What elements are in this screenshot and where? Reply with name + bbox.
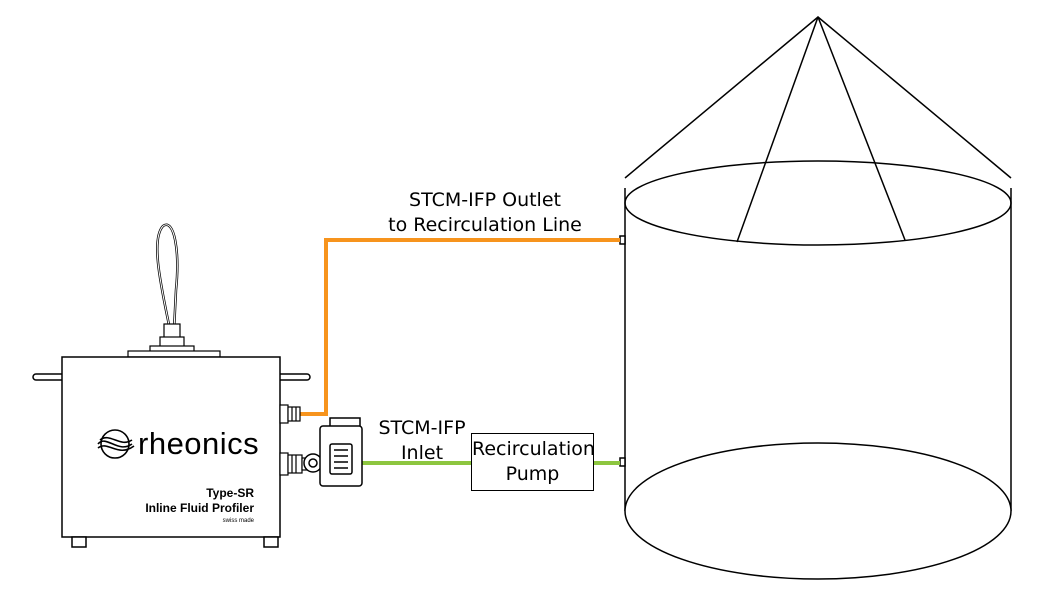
outlet-pipe bbox=[300, 238, 620, 416]
solenoid-valve bbox=[303, 417, 363, 487]
pump-label-line2: Pump bbox=[505, 463, 560, 485]
tank-cone-seam-right bbox=[817, 16, 906, 241]
tank-bottom bbox=[624, 442, 1012, 580]
outlet-label-line2: to Recirculation Line bbox=[388, 214, 582, 236]
brand-name: rheonics bbox=[138, 426, 260, 461]
device-cable-inner bbox=[156, 224, 178, 331]
tank-cone bbox=[624, 16, 1012, 179]
tank-cone-seam-left bbox=[736, 16, 819, 243]
outlet-label-line1: STCM-IFP Outlet bbox=[409, 189, 561, 211]
rheonics-wave-logo bbox=[97, 429, 135, 459]
inlet-label-line1: STCM-IFP bbox=[378, 417, 466, 439]
device-connector bbox=[127, 323, 221, 358]
tank-top-rim bbox=[624, 160, 1012, 246]
storage-tank bbox=[619, 16, 1012, 580]
device-foot-left bbox=[71, 536, 87, 548]
recirculation-pump: Recirculation Pump bbox=[471, 433, 595, 491]
outlet-fitting bbox=[279, 404, 301, 424]
inlet-label-line2: Inlet bbox=[400, 442, 444, 464]
tank-port-inlet bbox=[619, 457, 626, 467]
device-type: Type-SR bbox=[206, 486, 254, 500]
pump-label-line1: Recirculation bbox=[472, 438, 595, 460]
device-name: Inline Fluid Profiler bbox=[145, 501, 254, 515]
outlet-label: STCM-IFP Outlet to Recirculation Line bbox=[360, 188, 610, 238]
tank-port-outlet bbox=[619, 235, 626, 245]
inlet-label: STCM-IFP Inlet bbox=[362, 416, 482, 466]
device-made: swiss made bbox=[222, 518, 254, 524]
device-brand: rheonics bbox=[94, 424, 264, 464]
device-foot-right bbox=[263, 536, 279, 548]
